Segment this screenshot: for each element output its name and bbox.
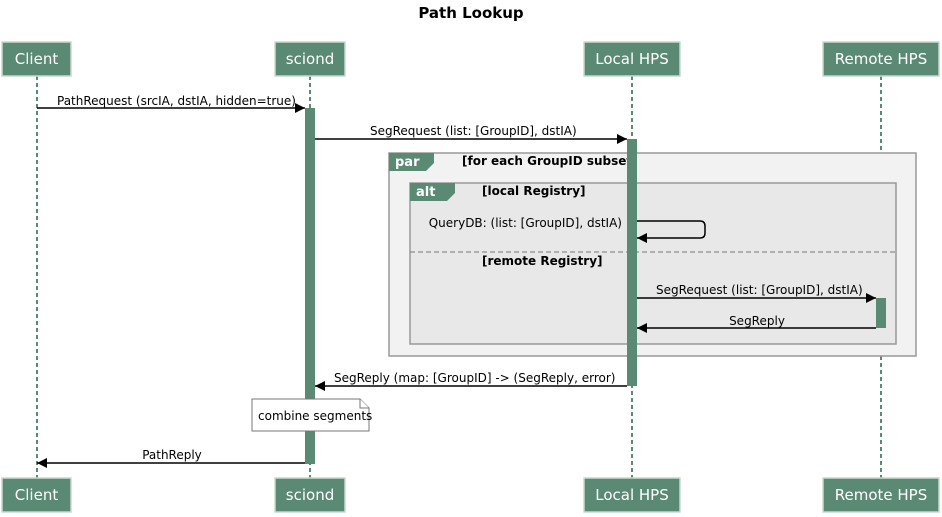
participant-local-hps-bottom-label: Local HPS bbox=[595, 486, 669, 504]
message-seg-request-remote-label: SegRequest (list: [GroupID], dstIA) bbox=[656, 283, 863, 297]
activation-local-hps bbox=[627, 139, 637, 386]
alt-frame-operator: alt bbox=[416, 185, 435, 200]
participant-remote-hps-top bbox=[822, 41, 940, 77]
participant-sciond-bottom-label: sciond bbox=[286, 486, 334, 504]
participant-client-top-label: Client bbox=[15, 50, 59, 68]
participant-local-hps-bottom bbox=[583, 477, 681, 513]
note-label: combine segments bbox=[258, 409, 372, 423]
participant-local-hps-top bbox=[583, 41, 681, 77]
participant-client-top bbox=[1, 41, 72, 77]
par-frame-guard: [for each GroupID subset] bbox=[462, 154, 638, 168]
participant-sciond-bottom bbox=[274, 477, 346, 513]
message-seg-request-local-label: SegRequest (list: [GroupID], dstIA) bbox=[370, 124, 577, 138]
message-query-db-label: QueryDB: (list: [GroupID], dstIA) bbox=[429, 216, 622, 230]
alt-frame-tab bbox=[410, 183, 455, 201]
participant-remote-hps-bottom-label: Remote HPS bbox=[835, 486, 928, 504]
participant-local-hps-top-label: Local HPS bbox=[595, 50, 669, 68]
par-frame-operator: par bbox=[395, 155, 420, 170]
note-combine-segments bbox=[251, 398, 370, 432]
participant-sciond-top bbox=[274, 41, 346, 77]
activation-remote-hps bbox=[876, 298, 886, 328]
participant-sciond-top-label: sciond bbox=[286, 50, 334, 68]
message-query-db-arrow bbox=[637, 220, 706, 243]
message-seg-reply-map-label: SegReply (map: [GroupID] -> (SegReply, e… bbox=[334, 371, 615, 385]
message-seg-reply-remote-label: SegReply bbox=[729, 314, 785, 328]
alt-frame bbox=[409, 182, 897, 345]
diagram-title: Path Lookup bbox=[418, 4, 524, 22]
par-frame-tab bbox=[389, 153, 434, 171]
alt-frame-guard-remote: [remote Registry] bbox=[482, 254, 603, 268]
note-fold bbox=[359, 399, 369, 409]
message-path-request-label: PathRequest (srcIA, dstIA, hidden=true) bbox=[57, 94, 296, 108]
participant-client-bottom-label: Client bbox=[15, 486, 59, 504]
participant-client-bottom bbox=[1, 477, 72, 513]
alt-frame-guard-local: [local Registry] bbox=[482, 184, 586, 198]
participant-remote-hps-top-label: Remote HPS bbox=[835, 50, 928, 68]
participant-remote-hps-bottom bbox=[822, 477, 940, 513]
activation-sciond bbox=[305, 108, 315, 464]
message-path-reply-label: PathReply bbox=[142, 448, 202, 462]
